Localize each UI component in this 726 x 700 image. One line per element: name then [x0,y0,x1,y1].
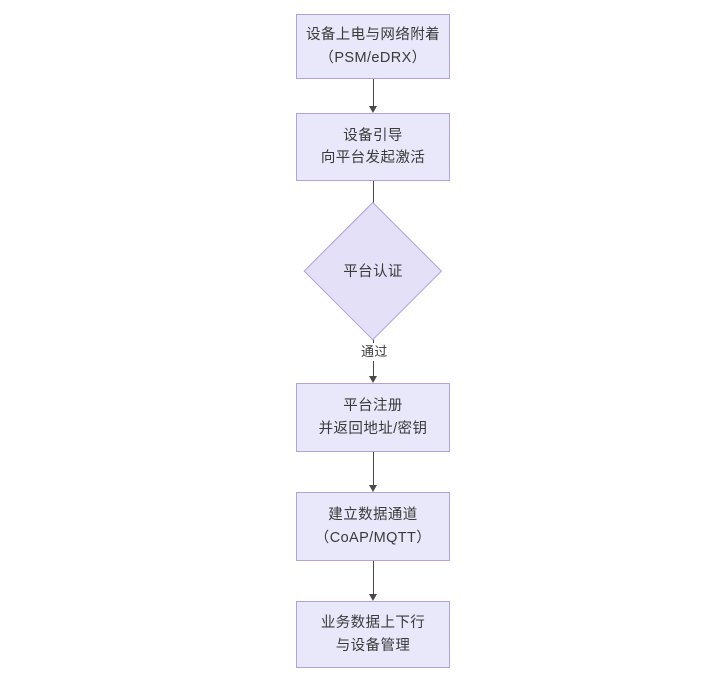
edge-line [372,561,374,595]
flowchart-node-n1: 设备上电与网络附着 （PSM/eDRX） [296,14,450,79]
node-text-line: 设备引导 [343,127,403,144]
node-text-line: 并返回地址/密钥 [318,420,428,437]
edge-arrowhead-icon [368,375,377,383]
decision-label: 平台认证 [343,264,403,281]
flowchart-node-n4: 平台注册并返回地址/密钥 [296,383,450,452]
edge-line [372,181,374,216]
node-text-line: 建立数据通道 [328,507,418,524]
edge-arrowhead-icon [368,484,377,492]
node-text-line: 向平台发起激活 [320,150,426,166]
edge-line [372,452,374,486]
node-text-line: （CoAP/MQTT） [314,529,432,546]
flowchart-node-n6: 业务数据上下行与设备管理 [296,601,450,668]
node-text-line: 业务数据上下行 [320,615,426,632]
node-text-line: 平台注册 [343,398,403,415]
flowchart-edge-e1 [368,79,377,113]
node-text-line: （PSM/eDRX） [319,49,427,66]
flowchart-edge-e5 [368,561,377,601]
edge-arrowhead-icon [368,105,377,113]
edge-arrowhead-icon [368,593,377,601]
flowchart-node-n2: 设备引导向平台发起激活 [296,113,450,181]
node-text-line: 设备上电与网络附着 [305,27,441,44]
edge-label-e3: 通过 [358,343,391,361]
flowchart-node-n5: 建立数据通道 （CoAP/MQTT） [296,492,450,561]
node-text-line: 与设备管理 [335,637,411,654]
edge-line [372,79,374,107]
flowchart-decision-n3: 平台认证 [303,201,442,340]
flowchart-edge-e4 [368,452,377,492]
